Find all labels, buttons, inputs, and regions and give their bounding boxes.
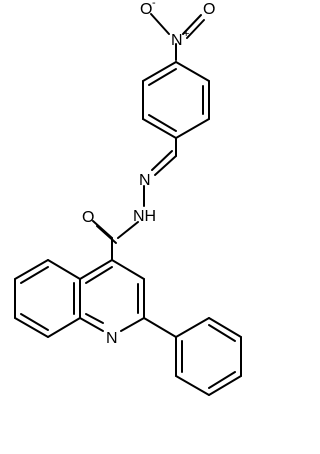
bond-b-c8-c8a	[47, 317, 81, 338]
bond-b-c7-c8	[14, 317, 49, 338]
bond-n-o-right-2	[186, 19, 205, 39]
atom-o-nitro-right: O	[203, 1, 215, 18]
structure-canvas: O - N + O N NH O N	[14, 0, 242, 396]
charge-o-minus: -	[152, 0, 156, 9]
bond-q-c2-n1	[120, 317, 145, 332]
bond-nh-co	[117, 221, 139, 239]
bond-b-inner-2	[20, 313, 49, 331]
bond-ring1-inner-3	[148, 68, 177, 86]
bond-n-o-left	[150, 13, 170, 35]
bond-ch-n-2	[151, 150, 173, 171]
bond-ring1-c	[175, 118, 210, 139]
atom-nh-amide: NH	[133, 208, 156, 225]
bond-ph-a	[175, 317, 210, 338]
bond-co-2	[96, 225, 117, 244]
bond-ring1-a	[175, 61, 210, 82]
bond-ph-e	[175, 375, 210, 396]
bond-q-c4a-c4	[79, 259, 113, 280]
charge-n-plus: +	[183, 28, 189, 40]
bond-q-inner-n1c8a	[85, 313, 104, 324]
molecule-drawing: O - N + O N NH O N	[14, 0, 242, 396]
atom-o-nitro-left: O	[140, 1, 152, 18]
bond-ring1-inner-2	[148, 114, 177, 132]
bond-ring1-d	[142, 118, 177, 139]
bond-q-inner-c4a-c4	[85, 266, 113, 284]
bond-b-c5-c6	[14, 259, 49, 280]
bond-ring1-f	[142, 61, 177, 82]
bond-co-1	[92, 220, 113, 239]
atom-n-quinoline: N	[106, 330, 118, 347]
bond-q-n1-c8a	[79, 317, 104, 332]
atom-o-carbonyl: O	[82, 209, 94, 226]
bond-b-inner-1	[20, 266, 49, 284]
bond-ph-inner-2	[208, 371, 236, 389]
bond-c2-phenyl	[143, 317, 177, 338]
bond-ph-inner-1	[208, 324, 236, 342]
bond-ch-n-1	[154, 155, 177, 176]
bond-b-c4a-c5	[47, 259, 81, 280]
bond-ph-d	[208, 375, 242, 396]
bond-ph-b	[208, 317, 242, 338]
bond-n-o-right-1	[182, 14, 202, 35]
atom-n-nitro: N	[171, 32, 183, 49]
bond-q-c4-c3	[111, 259, 145, 280]
atom-n-hydrazone: N	[139, 172, 151, 189]
